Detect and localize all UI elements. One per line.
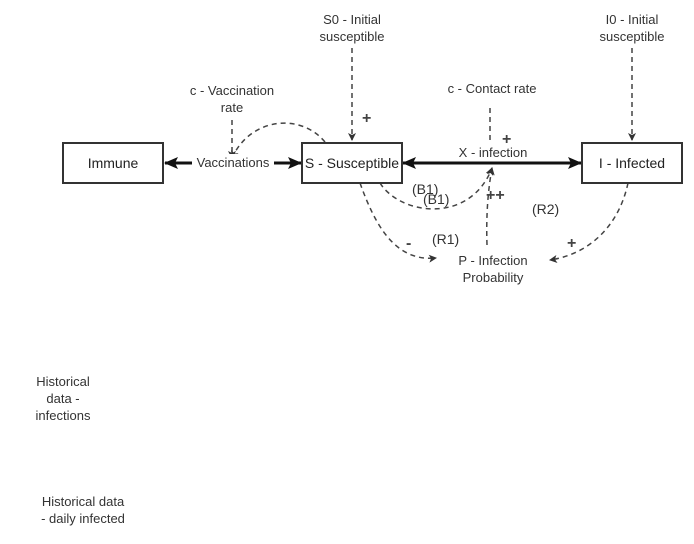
historical-data-infections[interactable]: Historical data - infections [35, 374, 91, 423]
polarity-i-to-p: + [567, 235, 577, 252]
polarity-s-to-p: - [406, 235, 412, 252]
contact-rate[interactable]: c - Contact rate [447, 81, 537, 96]
infection-probability[interactable]: P - Infection Probability [458, 253, 528, 285]
vaccinations-flow-label: Vaccinations [192, 154, 274, 171]
susceptible-stock-label: S - Susceptible [304, 155, 400, 171]
i-to-p-link[interactable] [549, 182, 629, 263]
vaccination-rate[interactable]: c - Vaccination rate [189, 83, 275, 115]
infection-flow-label: X - infection [450, 144, 536, 161]
loop-b1: (B1) [412, 181, 439, 197]
immune-stock[interactable]: Immune [62, 142, 164, 184]
polarity-contact-to-x: + [502, 131, 512, 148]
susceptible-stock[interactable]: S - Susceptible [301, 142, 403, 184]
loop-b1-duplicate: (B1) [423, 191, 450, 207]
loop-r1: (R1) [432, 231, 460, 247]
infected-stock[interactable]: I - Infected [581, 142, 683, 184]
loop-r2: (R2) [532, 201, 560, 217]
s-to-infection-link[interactable] [379, 167, 494, 210]
polarity-p-to-x: ++ [486, 187, 505, 204]
immune-stock-label: Immune [87, 155, 139, 171]
s0-initial-susceptible[interactable]: S0 - Initial susceptible [319, 12, 385, 44]
infected-stock-label: I - Infected [598, 155, 666, 171]
i0-initial-susceptible[interactable]: I0 - Initial susceptible [599, 12, 665, 44]
historical-data-daily-infected[interactable]: Historical data - daily infected [41, 494, 125, 526]
polarity-s0-to-s: + [362, 110, 372, 127]
p-to-infection-link[interactable] [486, 167, 495, 246]
s-to-vaccinations-link[interactable] [231, 122, 326, 159]
s-to-p-link[interactable] [359, 182, 437, 263]
